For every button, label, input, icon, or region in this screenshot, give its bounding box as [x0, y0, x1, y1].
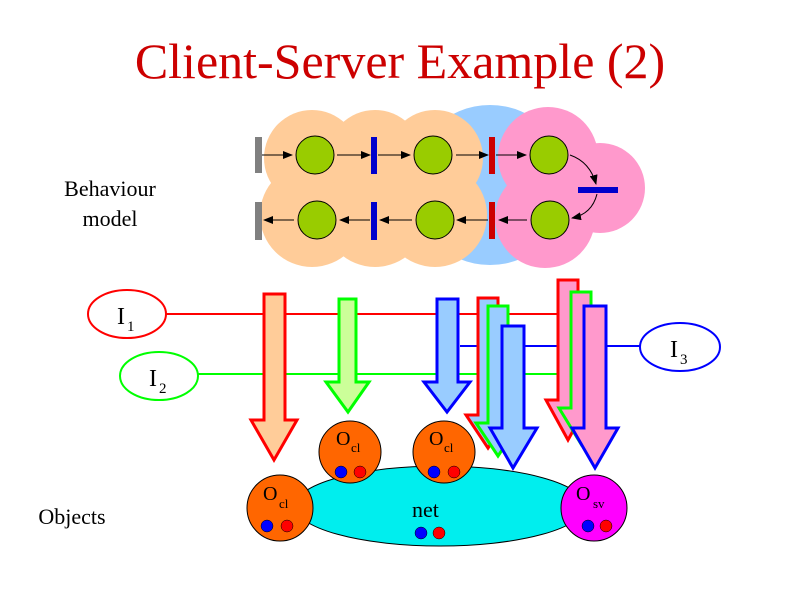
transition-server	[578, 187, 618, 193]
transition-start	[255, 137, 262, 173]
arrow-client-i1	[248, 292, 300, 464]
i1-letter: I	[117, 304, 125, 330]
mapping-arrows	[248, 278, 621, 472]
place-client-bottom-1	[297, 200, 337, 240]
arrow-client-i2	[323, 297, 372, 415]
net-label: net	[412, 497, 439, 522]
interface-i3: I 3	[639, 322, 721, 372]
arrow-net-i3	[487, 324, 540, 471]
objects-label: Objects	[38, 504, 106, 529]
o3-sub: cl	[444, 440, 454, 455]
arrow-server-i3	[569, 304, 621, 472]
petri-places	[295, 135, 570, 240]
place-client-bottom-2	[415, 200, 455, 240]
o3-letter: O	[429, 428, 443, 450]
arrow-client-i3	[420, 297, 474, 415]
client-region	[260, 110, 487, 267]
net-blue-token	[414, 526, 428, 540]
o1-sub: cl	[279, 496, 289, 511]
osv-letter: O	[576, 483, 590, 505]
interface-i1: I 1	[87, 289, 167, 339]
i3-sub: 3	[680, 352, 688, 368]
transition-end	[255, 202, 262, 240]
transition-net-bottom	[489, 202, 495, 239]
interface-i2: I 2	[119, 351, 199, 401]
transition-client-top	[371, 137, 377, 174]
i3-letter: I	[670, 337, 678, 363]
place-client-top-2	[413, 135, 453, 175]
net-object: net	[294, 465, 586, 547]
slide-title: Client-Server Example (2)	[134, 33, 666, 89]
i2-sub: 2	[159, 381, 167, 397]
object-server: O sv	[560, 474, 628, 542]
server-region	[495, 107, 645, 268]
place-client-top-1	[295, 135, 335, 175]
behaviour-model-label: Behaviour model	[40, 174, 180, 234]
petri-arcs	[262, 151, 598, 224]
net-red-token	[432, 526, 446, 540]
behaviour-regions	[260, 105, 645, 268]
object-client-3: O cl	[412, 420, 476, 484]
o2-letter: O	[336, 428, 350, 450]
osv-sub: sv	[593, 496, 605, 511]
place-server-bottom	[530, 200, 570, 240]
o2-sub: cl	[351, 440, 361, 455]
petri-transitions	[255, 137, 618, 240]
behaviour-label-line2: model	[82, 206, 138, 231]
i1-sub: 1	[127, 319, 135, 335]
place-server-top	[529, 135, 569, 175]
i2-letter: I	[149, 366, 157, 392]
behaviour-label-line1: Behaviour	[64, 176, 156, 201]
object-client-1: O cl	[246, 474, 314, 542]
transition-net-top	[489, 137, 495, 174]
transition-client-bottom	[371, 202, 377, 240]
o1-letter: O	[263, 483, 277, 505]
object-client-2: O cl	[318, 420, 382, 484]
